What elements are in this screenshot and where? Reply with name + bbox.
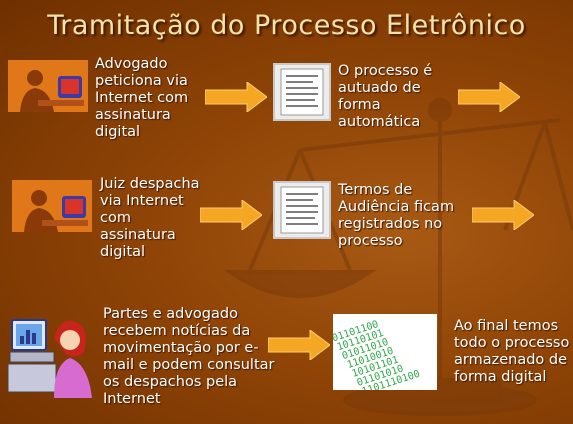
arrow-right-icon [472, 200, 534, 230]
step-termos-audiencia: Termos de Audiência ficam registrados no… [338, 182, 455, 249]
binary-code-icon: 01101100 10110101 01011010 11010010 1010… [333, 314, 437, 390]
step-partes-recebem: Partes e advogado recebem notícias da mo… [103, 306, 275, 407]
arrow-right-icon [205, 82, 267, 112]
woman-at-computer-icon [7, 319, 92, 398]
person-at-computer-icon [12, 180, 92, 232]
arrow-right-icon [268, 330, 330, 360]
step-juiz-despacha: Juiz despacha via Internet com assinatur… [100, 176, 200, 260]
step-processo-armazenado: Ao final temos todo o processo armazenad… [454, 318, 570, 385]
step-processo-autuado: O processo é autuado de forma automática [338, 63, 433, 130]
document-icon [273, 181, 331, 239]
step-advogado-peticiona: Advogado peticiona via Internet com assi… [95, 56, 189, 140]
person-at-computer-icon [8, 60, 88, 112]
arrow-right-icon [200, 200, 262, 230]
arrow-right-icon [458, 82, 520, 112]
document-icon [273, 63, 331, 121]
page-title: Tramitação do Processo Eletrônico [47, 10, 526, 41]
